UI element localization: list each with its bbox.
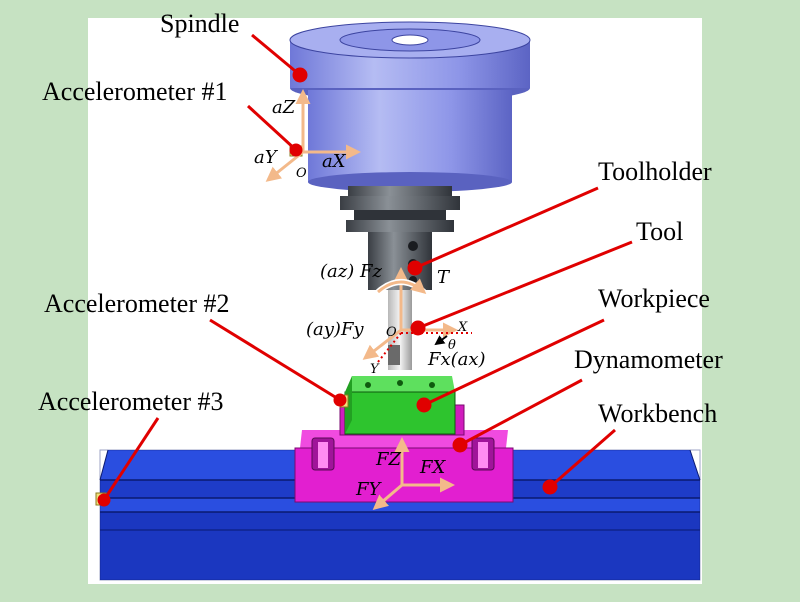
symbol-FZ: FZ [376, 449, 401, 470]
symbol-ay-Fy: (ay)Fy [306, 319, 364, 340]
theta-arrow [434, 335, 448, 346]
accelerometer-2-label: Accelerometer #2 [44, 289, 230, 318]
symbol-Y2: Y [370, 362, 379, 377]
symbol-FX: FX [420, 457, 446, 478]
spindle-axes [265, 89, 361, 182]
symbol-T: T [437, 267, 450, 288]
leader-lines [97, 33, 633, 507]
accelerometer-1-label: Accelerometer #1 [42, 77, 228, 106]
accelerometer-3-label: Accelerometer #3 [38, 387, 224, 416]
workpiece [344, 376, 456, 435]
symbol-Fx-ax: Fx(ax) [428, 349, 486, 370]
workpiece-label: Workpiece [598, 284, 710, 313]
toolholder-label: Toolholder [598, 157, 712, 186]
symbol-aY: aY [254, 147, 277, 168]
symbol-O2: O [386, 325, 397, 340]
spindle-label: Spindle [160, 9, 240, 38]
symbol-X2: X [458, 320, 468, 335]
symbol-aX: aX [322, 151, 346, 172]
dynamometer-label: Dynamometer [574, 345, 723, 374]
toolholder [340, 186, 460, 290]
symbol-O1: O [296, 166, 307, 181]
symbol-theta: θ [448, 338, 456, 353]
workbench-label: Workbench [598, 399, 718, 428]
dynamometer-axes [372, 437, 455, 510]
y-reference-line [377, 332, 402, 363]
symbol-az-Fz: (az) Fz [320, 261, 382, 282]
symbol-FY: FY [356, 479, 381, 500]
symbol-aZ: aZ [272, 97, 296, 118]
spindle [289, 21, 531, 192]
tool-label: Tool [636, 217, 684, 246]
